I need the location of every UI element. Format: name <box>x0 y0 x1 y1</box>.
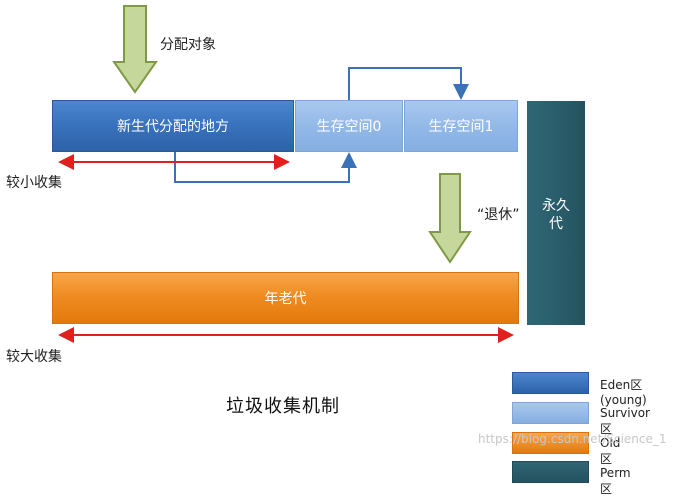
retire-label: “退休” <box>477 207 520 223</box>
watermark-text: https://blog.csdn.net/Science_1 <box>478 432 667 446</box>
allocate-arrow <box>112 5 158 94</box>
legend-label-perm: Perm区 <box>600 466 631 496</box>
retire-arrow <box>428 173 472 264</box>
survivor0-block: 生存空间0 <box>295 100 403 152</box>
survivor1-block: 生存空间1 <box>404 100 518 152</box>
allocate-label: 分配对象 <box>160 37 216 53</box>
old-label: 年老代 <box>264 291 307 307</box>
perm-label: 永久代 <box>542 198 570 232</box>
old-block: 年老代 <box>52 272 519 324</box>
minor-gc-label: 较小收集 <box>6 175 62 191</box>
flow-eden-to-s0 <box>174 152 357 183</box>
legend-label-old: Old区 <box>600 436 621 466</box>
survivor0-label: 生存空间0 <box>316 119 382 135</box>
major-gc-label: 较大收集 <box>6 349 62 365</box>
diagram-title: 垃圾收集机制 <box>226 396 340 417</box>
legend-label-survivor: Survivor区 <box>600 406 650 436</box>
legend-label-eden: Eden区(young) <box>600 378 647 407</box>
survivor1-label: 生存空间1 <box>428 119 494 135</box>
perm-block: 永久代 <box>527 101 585 325</box>
flow-s0-to-s1 <box>348 67 469 100</box>
legend-swatch-eden <box>512 372 589 394</box>
eden-block: 新生代分配的地方 <box>52 100 294 152</box>
legend-swatch-survivor <box>512 402 589 424</box>
legend-swatch-perm <box>512 461 589 483</box>
eden-label: 新生代分配的地方 <box>117 119 229 135</box>
legend-swatch-old <box>512 432 589 454</box>
